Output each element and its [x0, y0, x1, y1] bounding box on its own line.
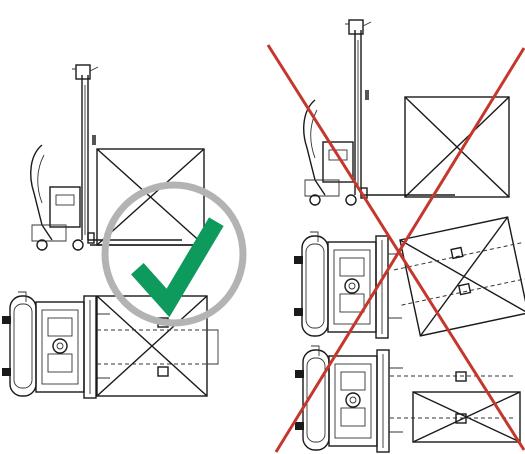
correct-example-panel [1, 64, 247, 399]
top-view-pallet-correct [96, 295, 219, 397]
cross-mark-icon [266, 44, 525, 453]
top-view-truck-incorrect-2 [294, 345, 404, 453]
correct-indicator [101, 181, 247, 327]
side-view-load-incorrect [404, 96, 510, 198]
check-mark-icon [130, 217, 224, 318]
top-view-truck-correct [1, 291, 111, 399]
check-ring-icon [101, 181, 247, 327]
side-view-load-correct [90, 148, 205, 246]
top-view-truck-incorrect-1 [293, 231, 403, 339]
incorrect-example-panel [266, 19, 525, 453]
top-view-pallet-rotated [393, 216, 525, 337]
side-view-truck-incorrect [303, 19, 456, 206]
top-view-pallet-offset [390, 371, 521, 443]
